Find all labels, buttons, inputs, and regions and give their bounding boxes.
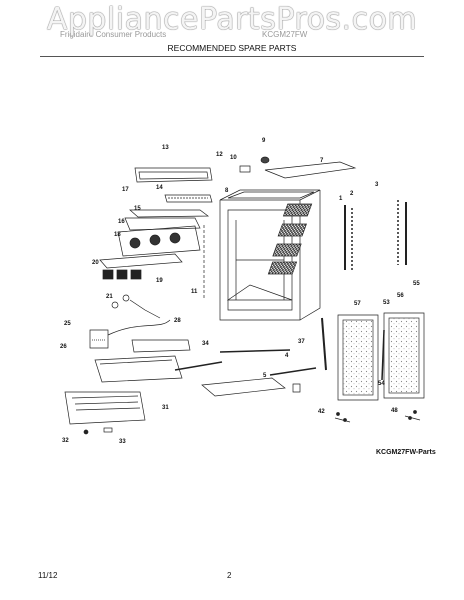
part-bolt-37: [292, 383, 301, 393]
callout: 2: [350, 191, 354, 197]
callout: 32: [62, 438, 69, 444]
callout: 14: [156, 185, 163, 191]
callout: 34: [202, 341, 209, 347]
part-rails-1-2: [344, 200, 407, 270]
footer-page-number: 2: [227, 571, 232, 580]
part-drip-tray-28: [94, 355, 183, 383]
callout: 9: [262, 138, 266, 144]
figure-id: KCGM27FW-Parts: [376, 449, 436, 456]
watermark: AppliancePartsPros.com: [46, 2, 418, 37]
callout: 25: [64, 321, 71, 327]
footer-date: 11/12: [38, 571, 58, 580]
header-left: Frigidaire Consumer Products: [60, 30, 167, 39]
callout: 33: [119, 439, 126, 445]
callout: 8: [225, 188, 229, 194]
header-rule: [40, 56, 424, 57]
callout: 17: [122, 187, 129, 193]
part-hinge-42: [334, 412, 351, 423]
callout: 10: [230, 155, 237, 161]
page-subtitle: RECOMMENDED SPARE PARTS: [167, 43, 297, 53]
callout: 4: [285, 353, 289, 359]
part-grates-3: [267, 203, 313, 275]
callout: 54: [378, 381, 385, 387]
part-panel-16: [124, 217, 201, 231]
callout: 48: [391, 408, 398, 414]
part-box-25: [89, 329, 109, 349]
callout: 31: [162, 405, 169, 411]
callout: 55: [413, 281, 420, 287]
part-door-56: [381, 312, 425, 399]
callout: 18: [114, 232, 121, 238]
part-knob-9: [260, 156, 270, 164]
part-pan-37: [201, 377, 286, 397]
part-rail-37a: [174, 361, 223, 371]
header-model: KCGM27FW: [262, 30, 308, 39]
callout: 56: [397, 293, 404, 299]
callout: 19: [156, 278, 163, 284]
callout: 12: [216, 152, 223, 158]
callout: 42: [318, 409, 325, 415]
callout: 13: [162, 145, 169, 151]
part-rail-37b: [219, 349, 291, 353]
part-valves-21: [111, 294, 161, 319]
part-top-cover-7: [264, 161, 357, 179]
part-hinge-48: [404, 410, 421, 421]
part-clip-33: [103, 427, 113, 433]
part-door-57: [337, 314, 379, 401]
callout: 28: [174, 318, 181, 324]
callout: 37: [298, 339, 305, 345]
callout: 5: [263, 373, 267, 379]
part-screw-32: [83, 429, 89, 435]
callout: 20: [92, 260, 99, 266]
callout: 21: [106, 294, 113, 300]
part-cabinet-8: [219, 189, 321, 321]
callout: 26: [60, 344, 67, 350]
part-plate-34: [131, 339, 191, 353]
part-bracket-10: [239, 165, 251, 173]
callout: 15: [134, 206, 141, 212]
part-vent-14: [164, 194, 213, 203]
callout: 57: [354, 301, 361, 307]
part-panel-15: [129, 209, 210, 218]
part-burners-18: [117, 225, 201, 257]
callout: 1: [339, 196, 343, 202]
callout: 53: [383, 300, 390, 306]
callout: 11: [191, 289, 198, 295]
part-hose-28: [107, 319, 171, 336]
callout: 7: [320, 158, 324, 164]
callout: 16: [118, 219, 125, 225]
part-burners-20: [102, 269, 142, 280]
part-control-panel-31: [64, 391, 146, 425]
part-strip-13: [134, 167, 213, 183]
part-tray-19: [99, 253, 183, 269]
part-rail-37d: [269, 367, 317, 376]
callout: 3: [375, 182, 379, 188]
part-rail-37c: [321, 317, 327, 371]
